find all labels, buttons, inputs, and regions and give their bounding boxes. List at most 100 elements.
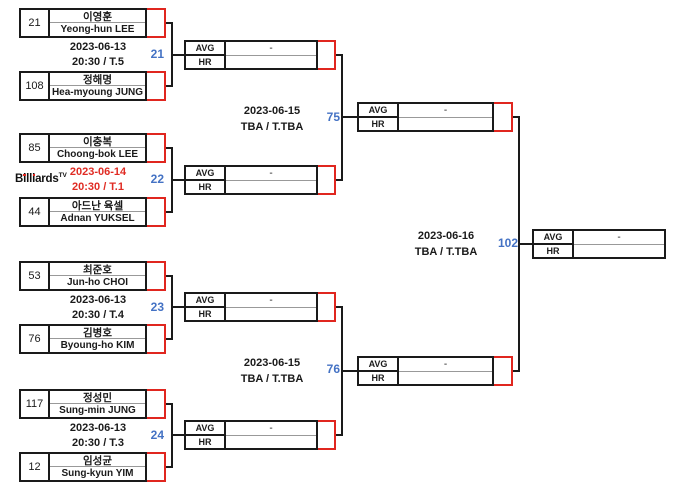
bracket-line [171,403,173,468]
player-seed: 21 [21,10,50,36]
player-name-en: Byoung-ho KIM [60,340,135,351]
player-name-en: Sung-min JUNG [59,405,136,416]
player-seed: 85 [21,135,50,161]
player-box: 12 임성균 Sung-kyun YIM [19,452,147,482]
winner-cell [494,356,513,386]
bracket-line [173,434,184,436]
match-schedule: 2023-06-15 TBA / T.TBA [212,355,332,387]
hr-label: HR [371,119,385,129]
winner-cell [318,420,336,450]
match-date: 2023-06-13 [69,422,127,434]
winner-cell [318,292,336,322]
stats-box: AVG HR - [184,420,318,450]
bracket-line [520,243,532,245]
hr-value [574,245,664,258]
player-name-kr: 최준호 [50,263,145,276]
match-number: 23 [150,300,164,314]
avg-label: AVG [534,231,572,245]
avg-value: - [399,358,492,372]
match-number: 76 [326,362,340,376]
winner-cell [147,133,166,163]
player-name-kr: 아드난 육셀 [50,199,145,212]
player-name-kr: 김병호 [50,326,145,339]
match-date: 2023-06-16 [417,230,475,242]
winner-cell [147,8,166,38]
player-name-en: Hea-myoung JUNG [51,87,144,98]
match-time: 20:30 / T.3 [72,437,124,449]
hr-value [399,372,492,385]
avg-value: - [226,294,316,308]
bracket-line [171,147,173,213]
winner-cell [318,40,336,70]
hr-value [226,436,316,449]
player-box: 44 아드난 육셀 Adnan YUKSEL [19,197,147,227]
logo-red-dot [32,173,36,176]
bracket-line [336,179,343,181]
match-number: 22 [150,172,164,186]
hr-label: HR [198,182,212,192]
match-time: TBA / T.TBA [240,121,304,133]
avg-label: AVG [186,422,224,436]
match-schedule: 2023-06-16 TBA / T.TBA [386,228,506,260]
bracket-line [166,85,173,87]
match-date: 2023-06-13 [69,294,127,306]
winner-cell [147,197,166,227]
winner-cell [147,71,166,101]
hr-value [226,308,316,321]
bracket-line [341,54,343,181]
match-time: 20:30 / T.5 [72,56,124,68]
player-name-kr: 이충복 [50,135,145,148]
bracket-line [336,434,343,436]
hr-value [399,118,492,131]
bracket-line [343,116,357,118]
player-name-en: Choong-bok LEE [56,149,139,160]
bracket-line [166,211,173,213]
bracket-line [173,306,184,308]
player-name-en: Sung-kyun YIM [61,468,134,479]
hr-label: HR [198,57,212,67]
bracket-line [513,116,520,118]
logo-text: Billiards [15,172,59,185]
player-name-en: Jun-ho CHOI [66,277,129,288]
hr-label: HR [198,309,212,319]
bracket-line [166,275,173,277]
bracket-line [513,370,520,372]
match-number: 102 [497,236,518,250]
player-box: 117 정성민 Sung-min JUNG [19,389,147,419]
avg-label: AVG [186,294,224,308]
match-time: TBA / T.TBA [414,246,478,258]
winner-cell [147,389,166,419]
bracket-line [336,306,343,308]
bracket-line [173,179,184,181]
avg-value: - [226,42,316,56]
player-name-kr: 정해명 [50,73,145,86]
logo-red-dot [23,173,26,176]
match-schedule: 2023-06-14 20:30 / T.1 [34,165,162,195]
avg-value: - [574,231,664,245]
match-date: 2023-06-14 [69,166,127,178]
bracket-line [171,22,173,87]
player-seed: 12 [21,454,50,480]
bracket-line [173,54,184,56]
match-date: 2023-06-13 [69,41,127,53]
billiards-tv-logo: BilliardsTV [15,172,67,185]
player-name-kr: 임성균 [50,454,145,467]
bracket-line [336,54,343,56]
avg-label: AVG [186,42,224,56]
match-number: 75 [326,110,340,124]
stats-box: AVG HR - [357,356,494,386]
match-date: 2023-06-15 [243,357,301,369]
stats-box: AVG HR - [184,165,318,195]
match-number: 24 [150,428,164,442]
winner-cell [147,324,166,354]
bracket-line [343,370,357,372]
player-seed: 108 [21,73,50,99]
player-name-kr: 정성민 [50,391,145,404]
match-number: 21 [150,47,164,61]
match-schedule: 2023-06-15 TBA / T.TBA [212,103,332,135]
logo-sup: TV [58,172,67,179]
avg-value: - [399,104,492,118]
bracket-line [166,403,173,405]
stats-box: AVG HR - [357,102,494,132]
